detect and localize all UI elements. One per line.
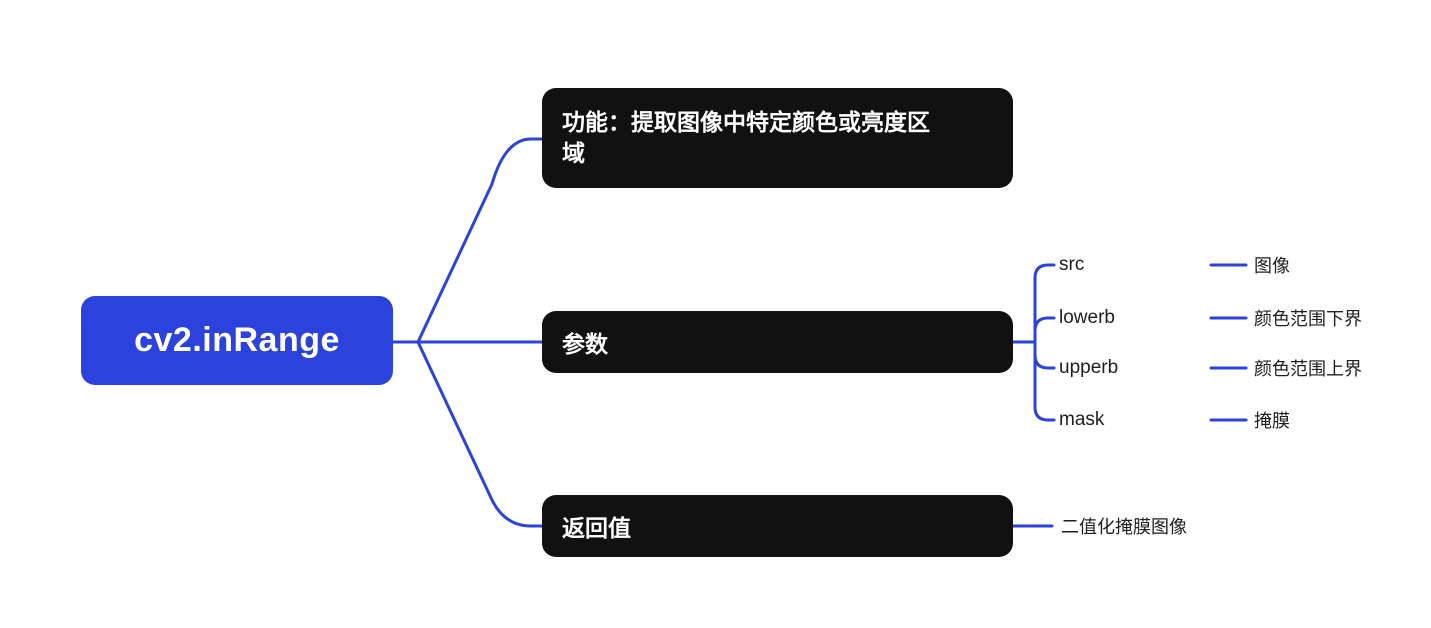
branch-node-function[interactable]: 功能：提取图像中特定颜色或亮度区域 [542, 88, 1013, 188]
root-node-cv2-inrange[interactable]: cv2.inRange [81, 296, 393, 385]
edge-params-src [1033, 263, 1056, 344]
param-node-mask[interactable]: mask [1059, 409, 1104, 431]
param-node-lowerb[interactable]: lowerb [1059, 307, 1115, 329]
edge-root-return [416, 340, 544, 528]
return-value-node[interactable]: 二值化掩膜图像 [1061, 513, 1187, 539]
param-node-upperb[interactable]: upperb [1059, 357, 1118, 379]
branch-node-return-label: 返回值 [562, 515, 631, 541]
param-desc-lowerb[interactable]: 颜色范围下界 [1254, 305, 1362, 331]
param-node-mask-label: mask [1059, 409, 1105, 430]
branch-node-return[interactable]: 返回值 [542, 495, 1013, 557]
param-desc-src-label: 图像 [1254, 256, 1290, 276]
edge-params-mask [1033, 340, 1056, 422]
param-node-src-label: src [1059, 254, 1085, 275]
param-desc-lowerb-label: 颜色范围下界 [1254, 309, 1362, 329]
return-value-label: 二值化掩膜图像 [1061, 517, 1187, 537]
root-node-label: cv2.inRange [134, 321, 340, 359]
branch-node-parameters-label: 参数 [562, 331, 608, 357]
param-desc-mask[interactable]: 掩膜 [1254, 407, 1290, 433]
connector-group [391, 137, 1248, 528]
param-node-lowerb-label: lowerb [1059, 307, 1115, 328]
branch-node-function-label: 功能：提取图像中特定颜色或亮度区域 [562, 109, 930, 166]
param-desc-src[interactable]: 图像 [1254, 252, 1290, 278]
param-desc-upperb[interactable]: 颜色范围上界 [1254, 355, 1362, 381]
edge-root-function [416, 137, 544, 344]
branch-node-parameters[interactable]: 参数 [542, 311, 1013, 373]
edge-params-upperb [1033, 340, 1056, 370]
param-node-upperb-label: upperb [1059, 357, 1119, 378]
param-desc-mask-label: 掩膜 [1254, 411, 1290, 431]
param-node-src[interactable]: src [1059, 254, 1084, 276]
edge-params-lowerb [1033, 316, 1056, 344]
param-desc-upperb-label: 颜色范围上界 [1254, 359, 1362, 379]
